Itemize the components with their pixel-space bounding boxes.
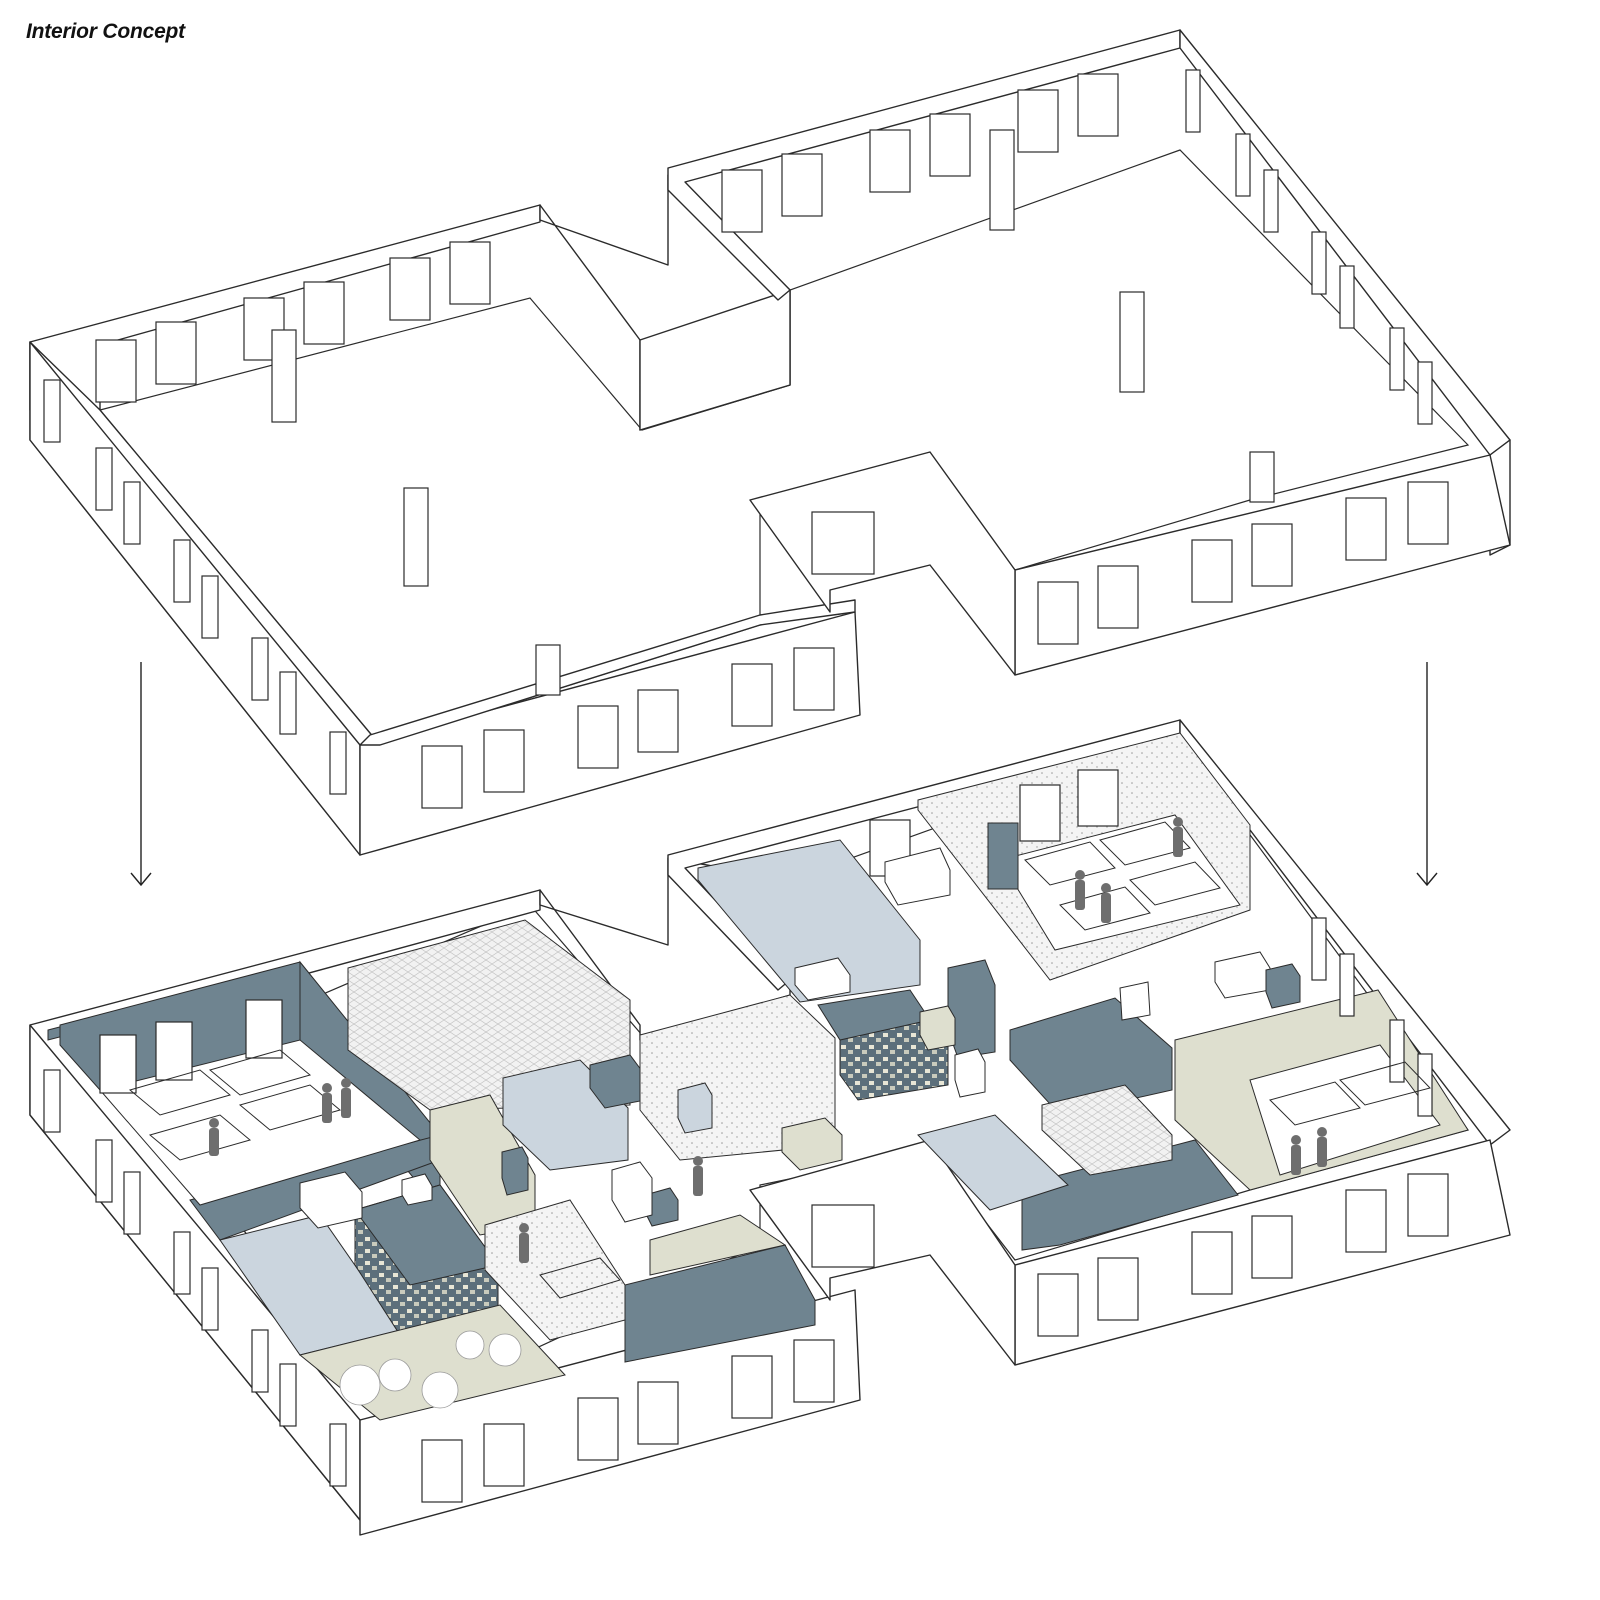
pale-blue-room-upper — [697, 839, 921, 1003]
person-figure — [1075, 870, 1085, 910]
shell-inner-notch — [749, 451, 1016, 676]
people — [209, 817, 1327, 1263]
down-arrow-right — [1416, 662, 1438, 887]
shell-front-wall-top — [359, 599, 856, 746]
hatched-room-right — [1041, 1084, 1173, 1176]
person-figure — [341, 1078, 351, 1118]
shell-connector-face — [639, 289, 791, 431]
person-figure — [1101, 883, 1111, 923]
dark-room-right — [1009, 997, 1173, 1116]
furnished-plan — [29, 719, 1511, 1536]
down-arrow-left — [130, 662, 152, 887]
empty-shell-plan — [29, 29, 1511, 856]
person-figure — [209, 1118, 219, 1156]
furnished-windows — [43, 769, 1449, 1503]
left-open-office-floor — [99, 1039, 422, 1206]
furniture-cubes — [299, 847, 1301, 1229]
shell-windows — [43, 69, 1449, 809]
person-figure — [693, 1156, 703, 1196]
shell-columns — [271, 129, 1275, 696]
person-figure — [1317, 1127, 1327, 1167]
hatched-meeting-room — [347, 919, 631, 1111]
upper-office-cabinet — [987, 822, 1019, 890]
dark-block-center — [624, 1244, 816, 1363]
person-figure — [1173, 817, 1183, 857]
person-figure — [519, 1223, 529, 1263]
pale-blue-corridor — [917, 1114, 1069, 1211]
beige-block-center — [649, 1214, 787, 1276]
diagram-title: Interior Concept — [26, 20, 185, 43]
desks — [128, 821, 1431, 1299]
person-figure — [322, 1083, 332, 1123]
person-figure — [1291, 1135, 1301, 1175]
garden-trees — [339, 1330, 522, 1409]
